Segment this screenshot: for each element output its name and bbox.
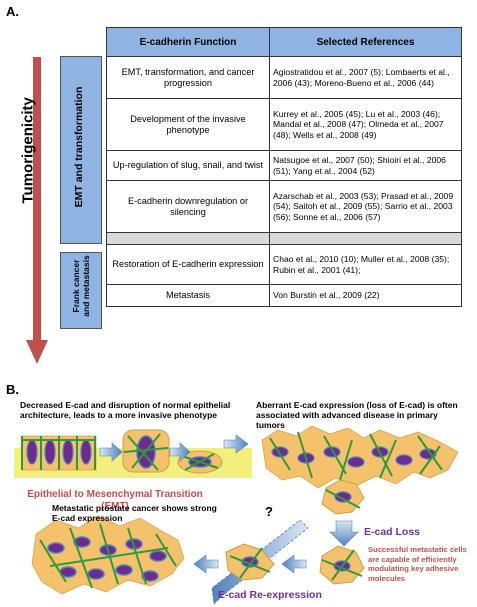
refs-cell: Azarschab et al., 2003 (53); Prasad et a…: [269, 180, 462, 233]
left-arrow-1: [281, 554, 307, 574]
refs-cell: Von Burstin et al., 2009 (22): [269, 284, 462, 307]
ecad-loss-label: E-cad Loss: [364, 526, 421, 538]
references-table: E-cadherin Function Selected References …: [106, 27, 462, 307]
left-arrow-2: [193, 554, 219, 574]
caption-metastatic: Metastatic prostate cancer shows strong …: [52, 503, 217, 523]
refs-cell: Natsugoe et al., 2007 (50); Shioiri et a…: [269, 150, 462, 181]
table-row: EMT, transformation, and cancer progress…: [106, 56, 462, 99]
refs-cell: Chao et al., 2010 (10); Muller et al., 2…: [269, 244, 462, 285]
function-cell: Restoration of E-cadherin expression: [106, 244, 270, 285]
frank-side-box: [60, 252, 102, 329]
panel-a-label: A.: [6, 4, 19, 19]
epithelial-layer: [14, 429, 252, 478]
primary-tumor-cluster: [261, 425, 459, 489]
table-row: Metastasis Von Burstin et al., 2009 (22): [106, 284, 462, 307]
refs-cell: Agiostratidou et al., 2007 (5); Lombaert…: [269, 56, 462, 99]
question-mark: ?: [265, 504, 273, 519]
table-row: Up-regulation of slug, snail, and twist …: [106, 150, 462, 181]
down-arrow: [329, 520, 359, 547]
caption-right: Aberrant E-cad expression (loss of E-cad…: [256, 400, 458, 430]
migrating-cell: [321, 479, 365, 515]
ecad-reexpression-label: E-cad Re-expression: [218, 589, 322, 601]
caption-left: Decreased E-cad and disruption of normal…: [20, 400, 231, 420]
emt-side-box: [60, 56, 102, 244]
emt-label: Epithelial to Mesenchymal Transition (EM…: [27, 489, 203, 512]
emt-arrows: [99, 434, 249, 462]
references-table-wrap: E-cadherin Function Selected References …: [106, 27, 462, 307]
successful-note: Successful metastatic cells are capable …: [368, 545, 467, 583]
header-refs: Selected References: [269, 27, 462, 57]
metastatic-cluster: [31, 515, 185, 595]
loss-cell: [319, 545, 365, 585]
function-cell: Metastasis: [106, 284, 270, 307]
refs-cell: Kurrey et al., 2005 (45); Lu et al., 200…: [269, 98, 462, 151]
header-function: E-cadherin Function: [106, 27, 270, 57]
panel-b-label: B.: [6, 382, 19, 397]
table-row: E-cadherin downregulation or silencing A…: [106, 180, 462, 233]
reexpression-cells: [225, 543, 275, 581]
table-row: Restoration of E-cadherin expression Cha…: [106, 244, 462, 285]
function-cell: EMT, transformation, and cancer progress…: [106, 56, 270, 99]
function-cell: E-cadherin downregulation or silencing: [106, 180, 270, 233]
